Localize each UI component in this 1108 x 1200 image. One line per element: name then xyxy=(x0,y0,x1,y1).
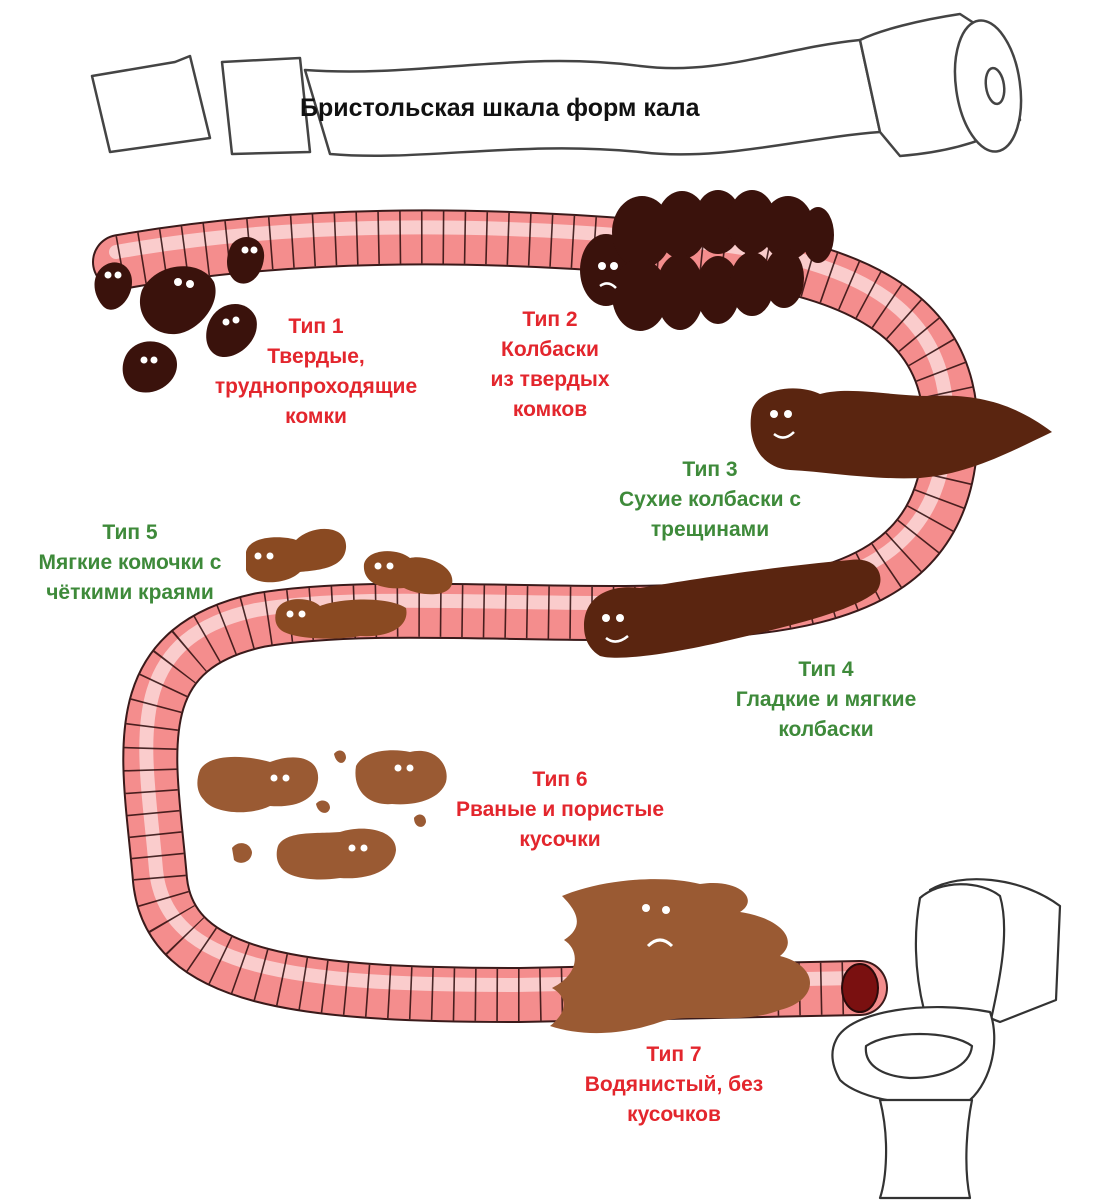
type-3-line: Сухие колбаски с xyxy=(618,488,802,511)
type-7-label: Тип 7 Водянистый, без кусочков xyxy=(556,1040,792,1130)
type-7-line: кусочков xyxy=(627,1103,721,1126)
type-3-line: трещинами xyxy=(650,518,770,541)
face-icon-type-7 xyxy=(642,904,674,948)
type-7-line: Водянистый, без xyxy=(584,1073,764,1096)
stool-type-6-fluffy-pieces xyxy=(197,750,447,880)
type-6-line: Рваные и пористые xyxy=(455,798,665,821)
type-1-line: труднопроходящие xyxy=(214,375,418,398)
type-5-line: чёткими краями xyxy=(46,581,214,604)
type-6-line: кусочки xyxy=(519,828,601,851)
stool-type-4-smooth-sausage xyxy=(584,559,881,658)
type-3-label: Тип 3 Сухие колбаски с трещинами xyxy=(590,455,830,545)
face-icons-type-6 xyxy=(270,764,414,852)
type-2-label: Тип 2 Колбаски из твердых комков xyxy=(460,305,640,425)
stool-type-2-lumpy-sausage xyxy=(580,190,834,331)
stool-type-5-soft-blobs xyxy=(246,528,453,639)
type-2-heading: Тип 2 xyxy=(522,308,578,331)
type-1-label: Тип 1 Твердые, труднопроходящие комки xyxy=(196,312,436,432)
type-4-label: Тип 4 Гладкие и мягкие колбаски xyxy=(706,655,946,745)
type-4-line: колбаски xyxy=(778,718,874,741)
type-2-line: Колбаски xyxy=(501,338,599,361)
type-7-heading: Тип 7 xyxy=(646,1043,702,1066)
type-5-label: Тип 5 Мягкие комочки с чёткими краями xyxy=(10,518,250,608)
face-icons-type-1 xyxy=(104,246,258,364)
stool-type-1-lumps xyxy=(94,236,265,393)
face-icon-type-2 xyxy=(598,262,618,289)
type-2-line: комков xyxy=(512,398,588,421)
stool-type-3-cracked-sausage xyxy=(750,388,1052,479)
type-5-line: Мягкие комочки с xyxy=(38,551,222,574)
stool-type-7-puddle xyxy=(550,879,810,1034)
face-icon-type-4 xyxy=(602,614,629,643)
type-1-heading: Тип 1 xyxy=(288,315,344,338)
type-5-heading: Тип 5 xyxy=(102,521,158,544)
face-icons-type-5 xyxy=(254,552,394,618)
toilet-icon xyxy=(831,878,1062,1200)
face-icon-type-3 xyxy=(770,410,795,439)
type-1-line: комки xyxy=(285,405,347,428)
toilet-paper-roll-icon xyxy=(90,12,1023,158)
type-1-line: Твердые, xyxy=(267,345,365,368)
type-6-heading: Тип 6 xyxy=(532,768,588,791)
type-3-heading: Тип 3 xyxy=(682,458,738,481)
type-6-label: Тип 6 Рваные и пористые кусочки xyxy=(430,765,690,855)
type-4-line: Гладкие и мягкие xyxy=(735,688,917,711)
intestine-opening xyxy=(841,963,879,1013)
page-title: Бристольская шкала форм кала xyxy=(300,94,700,122)
type-4-heading: Тип 4 xyxy=(798,658,854,681)
type-2-line: из твердых xyxy=(490,368,610,391)
